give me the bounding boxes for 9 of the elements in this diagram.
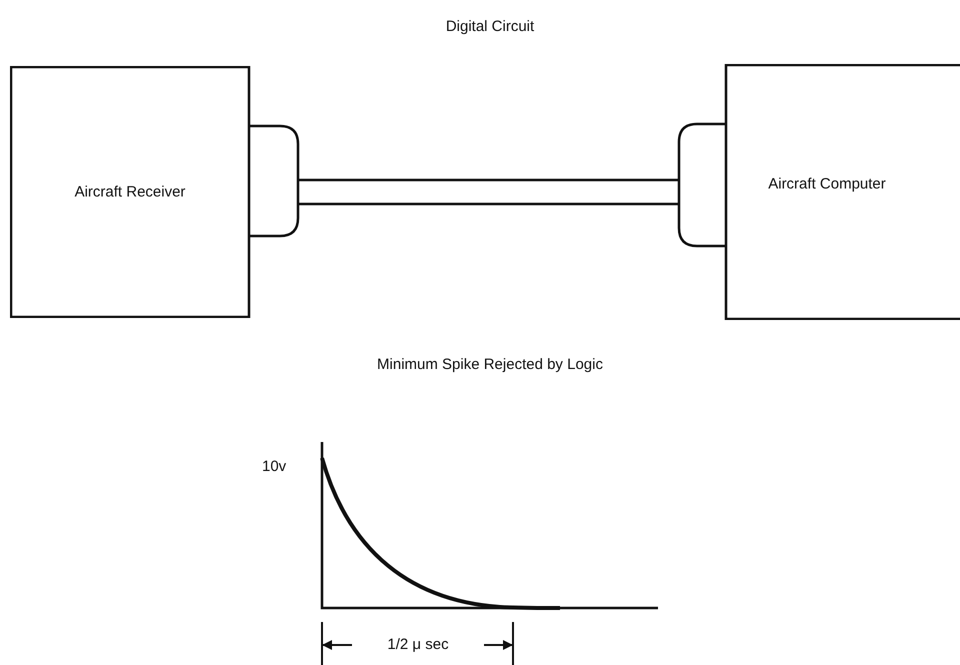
cable bbox=[296, 178, 680, 206]
unit-box bbox=[10, 66, 300, 318]
box-label: Aircraft Computer bbox=[768, 176, 886, 192]
unit-box bbox=[677, 64, 960, 320]
box-label: Aircraft Receiver bbox=[74, 184, 186, 200]
axis-label: 10v bbox=[262, 458, 286, 475]
diagram-title: Digital Circuit bbox=[446, 18, 534, 35]
plot-title: Minimum Spike Rejected by Logic bbox=[377, 356, 603, 373]
dimension-label: 1/2 μ sec bbox=[387, 636, 449, 653]
